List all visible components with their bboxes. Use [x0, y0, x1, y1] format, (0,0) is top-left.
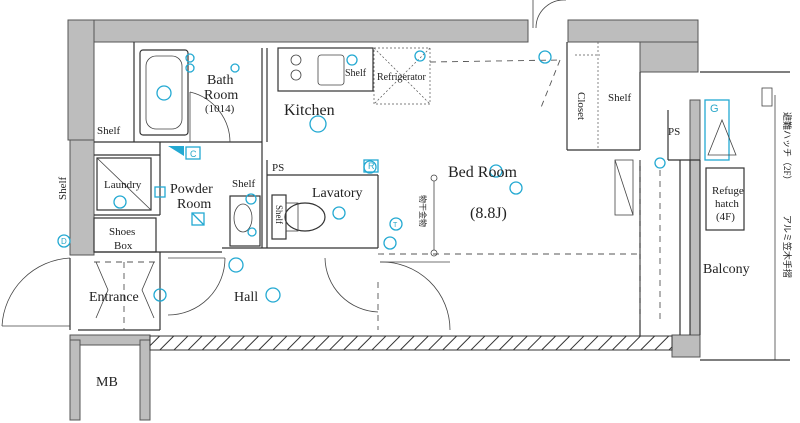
lavatory-shelf-label: Shelf — [274, 205, 284, 224]
balcony-label: Balcony — [703, 262, 750, 277]
bedroom-label: Bed Room — [448, 164, 517, 181]
r-mark-box — [363, 159, 379, 173]
laundry-pan — [96, 157, 152, 211]
bedroom-size: (8.8J) — [470, 205, 507, 222]
ps-right-label: PS — [668, 126, 680, 138]
closet-shelf-label: Shelf — [608, 92, 632, 104]
t-mark: T — [393, 222, 398, 229]
washbasin — [229, 195, 261, 247]
hall-label: Hall — [234, 290, 258, 305]
shoes-box-label-2: Box — [114, 240, 133, 252]
kitchen-shelf-label: Shelf — [345, 68, 367, 79]
bath-room-label: Bath — [207, 73, 233, 88]
r-mark: R — [368, 161, 375, 171]
kitchen-label: Kitchen — [284, 102, 335, 119]
mb-label: MB — [96, 375, 118, 390]
ps-center-label: PS — [272, 162, 284, 174]
refuge-hatch-label-2: hatch — [715, 198, 739, 210]
closet-label: Closet — [575, 92, 587, 120]
right-note-hatch: 避難ハッチ（2F） — [782, 112, 793, 185]
dashed-guides — [94, 42, 661, 330]
c-mark: C — [190, 149, 197, 159]
shoes-box-cabinet — [93, 217, 157, 319]
refrigerator-label: Refrigerator — [377, 72, 427, 83]
electrical-fixtures — [57, 50, 666, 303]
marker-triangle — [168, 146, 184, 156]
powder-shelf-label: Shelf — [232, 178, 256, 190]
powder-room-label-2: Room — [177, 197, 211, 212]
lavatory-label: Lavatory — [312, 186, 363, 201]
storage-hardware-note: 物干金物 — [418, 195, 428, 227]
d-mark: D — [61, 237, 67, 246]
bath-room-size: (1014) — [205, 103, 235, 115]
doors — [1, 0, 634, 331]
exterior-walls — [67, 19, 701, 421]
bathtub — [139, 49, 189, 136]
powder-room-label: Powder — [170, 182, 213, 197]
c-mark-box — [185, 146, 201, 160]
g-mark: G — [710, 103, 719, 115]
laundry-label: Laundry — [104, 179, 142, 191]
shoes-box-label: Shoes — [109, 226, 135, 238]
left-shelf-label: Shelf — [97, 125, 121, 137]
bath-room-label-2: Room — [204, 88, 238, 103]
room-labels: Bath Room (1014) Kitchen Refrigerator Sh… — [57, 68, 793, 390]
toilet — [271, 194, 326, 240]
right-note-railing: アルミ笠木手摺 — [782, 215, 793, 278]
kitchen-counter — [277, 47, 431, 105]
refuge-hatch-label: Refuge — [712, 185, 744, 197]
bottom-hatched-wall — [149, 335, 673, 351]
vertical-shelf-label: Shelf — [57, 176, 69, 200]
entrance-label: Entrance — [89, 290, 139, 305]
balcony-railing — [689, 71, 790, 361]
refuge-hatch-label-3: (4F) — [716, 211, 735, 223]
refuge-hatch-box — [704, 99, 745, 231]
